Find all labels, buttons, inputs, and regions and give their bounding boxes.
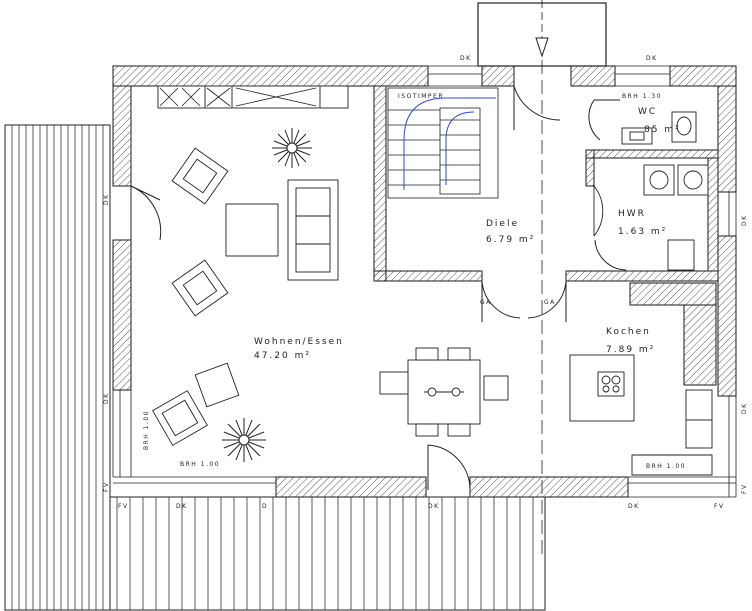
coffee-table bbox=[225, 203, 279, 257]
label-ga-2: GA bbox=[544, 299, 556, 306]
label-brh-left: BRH 1.00 bbox=[180, 461, 220, 468]
door-wc bbox=[588, 99, 620, 141]
label-dk-right-upper: DK bbox=[741, 214, 748, 226]
doors bbox=[130, 60, 640, 560]
utility-door bbox=[593, 185, 604, 237]
label-bottom-dk-3: DK bbox=[628, 503, 640, 510]
room-utility-name: HWR bbox=[618, 209, 646, 219]
terrace-left bbox=[4, 124, 111, 611]
label-bottom-fv-left: FV bbox=[118, 503, 129, 510]
label-dk-left-upper: DK bbox=[103, 193, 110, 205]
label-bottom-dk-1: DK bbox=[176, 503, 188, 510]
plant-icon bbox=[272, 128, 312, 168]
room-hall-area: 6.79 m² bbox=[486, 235, 535, 245]
armchairs bbox=[152, 147, 240, 446]
room-kitchen-area: 7.89 m² bbox=[606, 345, 655, 355]
label-fv-right: FV bbox=[741, 483, 748, 494]
label-brh-left-vertical: BRH 1.00 bbox=[143, 410, 150, 450]
door-hall-1 bbox=[481, 280, 521, 322]
label-bottom-d: D bbox=[262, 503, 268, 510]
plant-icon bbox=[222, 418, 266, 462]
door-terrace bbox=[427, 444, 471, 491]
label-dk-top-left: DK bbox=[460, 55, 472, 62]
staircase bbox=[387, 87, 499, 199]
dining-table bbox=[379, 347, 509, 437]
door-hall-2 bbox=[527, 280, 567, 322]
room-living-area: 47.20 m² bbox=[254, 351, 311, 361]
kitchen-cabinet bbox=[685, 419, 713, 449]
washing-machines bbox=[643, 164, 709, 271]
interior-walls bbox=[373, 85, 719, 282]
kitchen-corner-counter bbox=[631, 454, 713, 476]
label-brh-wc: BRH 1.30 bbox=[622, 93, 662, 100]
room-wc-area: 85 m² bbox=[644, 125, 681, 135]
door-entrance bbox=[513, 85, 561, 130]
kitchen-sink bbox=[685, 389, 713, 421]
sofa bbox=[287, 179, 339, 281]
label-dk-right-lower: DK bbox=[741, 402, 748, 414]
label-dk-top-right: DK bbox=[646, 55, 658, 62]
door-left bbox=[130, 185, 162, 241]
wc-fixtures bbox=[621, 111, 697, 145]
label-bottom-dk-2: DK bbox=[428, 503, 440, 510]
terrace-bottom bbox=[109, 496, 546, 611]
kitchen-counter bbox=[629, 282, 717, 386]
label-bottom-fv-right: FV bbox=[714, 503, 725, 510]
exterior-walls bbox=[112, 65, 737, 498]
label-ga-1: GA bbox=[480, 299, 492, 306]
room-hall-name: Diele bbox=[486, 219, 519, 229]
cooktop-icon bbox=[597, 371, 625, 397]
label-brh-right: BRH 1.00 bbox=[646, 463, 686, 470]
label-fv-left: FV bbox=[103, 481, 110, 492]
entrance-canopy bbox=[477, 0, 607, 67]
room-utility-area: 1.63 m² bbox=[618, 227, 667, 237]
door-hwr bbox=[594, 239, 640, 272]
windows bbox=[112, 65, 737, 498]
room-kitchen-name: Kochen bbox=[606, 327, 651, 337]
room-living-name: Wohnen/Essen bbox=[254, 337, 344, 347]
room-wc-name: WC bbox=[638, 107, 657, 117]
stair-label: ISOTIMPER bbox=[398, 93, 444, 100]
wardrobe bbox=[157, 85, 349, 109]
label-dk-left-lower: DK bbox=[103, 392, 110, 404]
